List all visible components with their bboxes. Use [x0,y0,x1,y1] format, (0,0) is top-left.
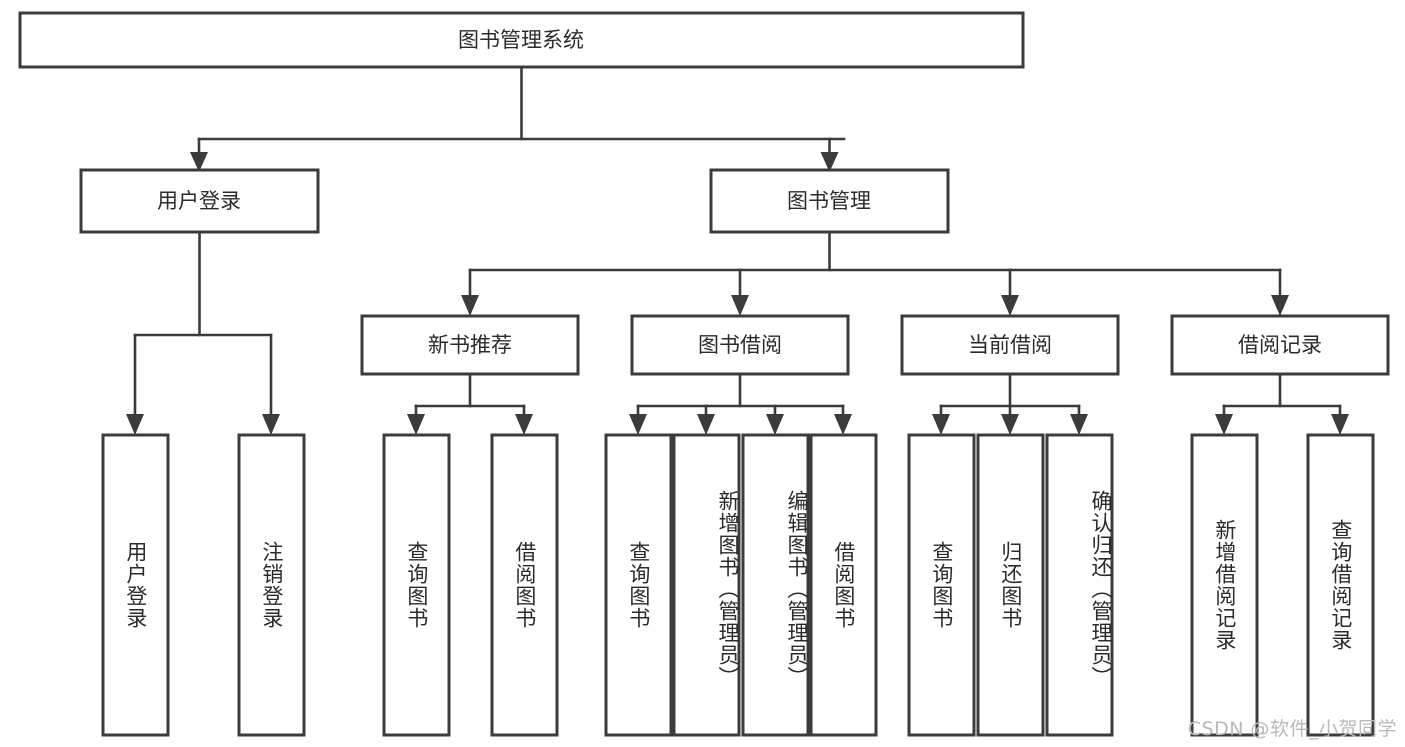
arrow-head-leaf-7 [766,414,784,435]
arrow-head-leaf-12 [1215,414,1233,435]
node-bookmgmt[interactable]: 图书管理 [709,168,950,234]
node-leaf-4-rect[interactable] [490,433,559,737]
node-borrow[interactable]: 图书借阅 [630,314,850,376]
node-record-rect[interactable] [1170,314,1390,376]
node-leaf-12-rect[interactable] [1190,433,1259,737]
node-layer: 图书管理系统 用户登录 图书管理 新书推荐 图书借阅 [18,11,1390,737]
arrow-head-leaf-10 [1001,414,1019,435]
node-login[interactable]: 用户登录 [79,168,320,234]
arrow-head-leaf-8 [834,414,852,435]
arrow-head-bookmgmt [820,152,839,172]
node-leaf-8-rect[interactable] [809,433,878,737]
node-record-label: 借阅记录 [1238,333,1322,357]
node-current-label: 当前借阅 [968,333,1052,357]
node-leaf-13-rect[interactable] [1306,433,1375,737]
node-leaf-3-rect[interactable] [382,433,451,737]
node-borrow-rect[interactable] [630,314,850,376]
arrow-head-leaf-13 [1331,414,1349,435]
arrow-head-current [1001,295,1019,316]
arrow-head-newbook [461,295,479,316]
arrow-head-record [1271,295,1289,316]
arrow-head-leaf-6 [697,414,715,435]
node-leaf-2-rect[interactable] [237,433,306,737]
node-leaf-6-rect[interactable] [672,433,741,737]
arrow-head-leaf-1 [126,414,144,435]
connector-layer [126,65,1349,435]
arrow-head-leaf-11 [1070,414,1088,435]
arrow-head-leaf-3 [407,414,425,435]
node-bookmgmt-rect[interactable] [709,168,950,234]
node-newbook-rect[interactable] [360,314,580,376]
node-leaf-1-rect[interactable] [101,433,170,737]
arrow-head-borrow [731,295,749,316]
node-leaf-10-rect[interactable] [976,433,1045,737]
arrow-head-leaf-9 [932,414,950,435]
node-current-rect[interactable] [900,314,1120,376]
arrow-head-login [190,152,208,172]
node-login-label: 用户登录 [157,189,241,213]
node-root-rect[interactable] [18,11,1025,69]
node-login-rect[interactable] [79,168,320,234]
arrow-head-leaf-5 [629,414,647,435]
node-leaf-9-rect[interactable] [907,433,976,737]
node-root[interactable]: 图书管理系统 [18,11,1025,69]
node-borrow-label: 图书借阅 [698,333,782,357]
node-leaf-11-rect[interactable] [1045,433,1114,737]
node-leaf-5-rect[interactable] [604,433,673,737]
node-root-label: 图书管理系统 [458,28,584,52]
node-record[interactable]: 借阅记录 [1170,314,1390,376]
node-newbook[interactable]: 新书推荐 [360,314,580,376]
arrow-head-leaf-4 [515,414,533,435]
node-current[interactable]: 当前借阅 [900,314,1120,376]
node-leaf-7-rect[interactable] [741,433,810,737]
node-newbook-label: 新书推荐 [428,333,512,357]
node-bookmgmt-label: 图书管理 [787,189,871,213]
arrow-head-leaf-2 [262,414,280,435]
watermark-label: CSDN @软件_小贺同学 [1187,718,1397,740]
